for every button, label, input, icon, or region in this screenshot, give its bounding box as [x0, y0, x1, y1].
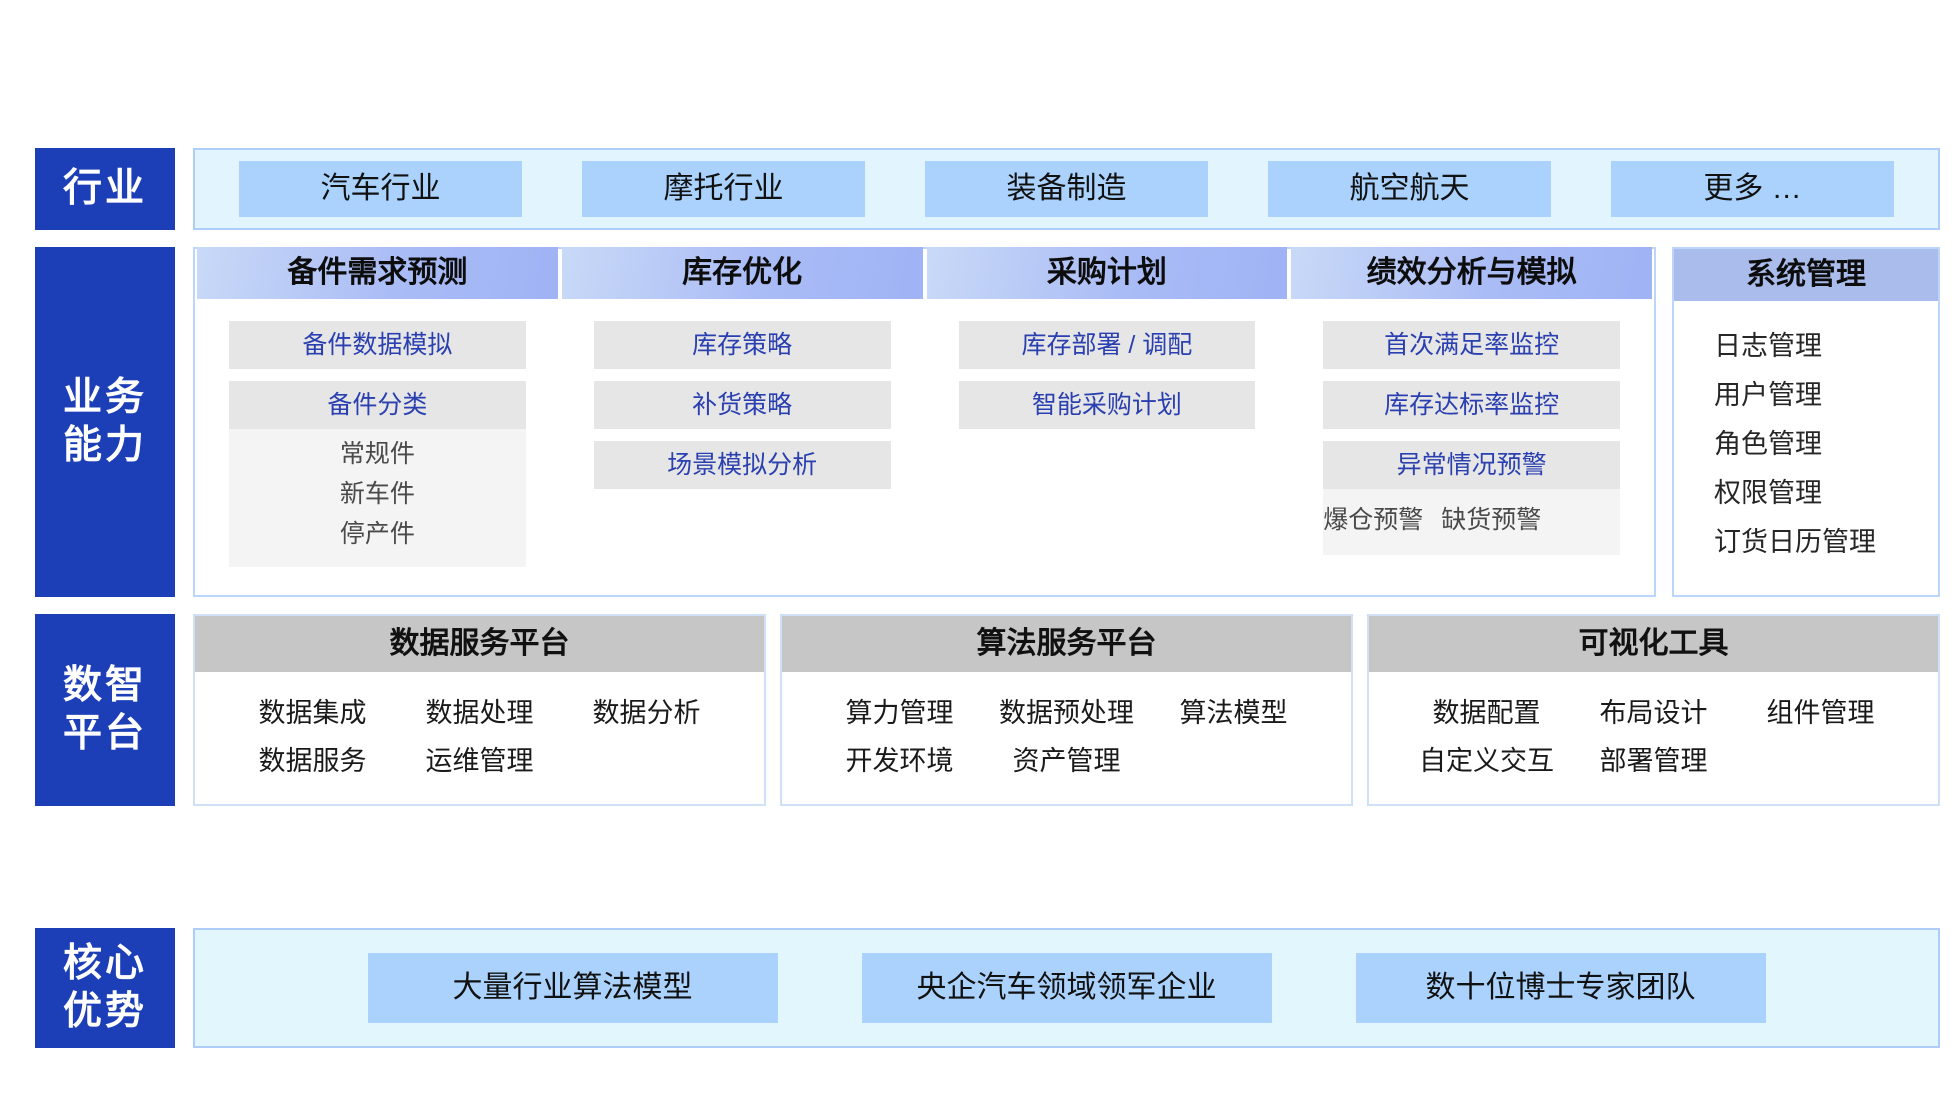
platform-card-items: 算力管理 数据预处理 算法模型 开发环境 资产管理 — [782, 672, 1351, 804]
system-management-items: 日志管理 用户管理 角色管理 权限管理 订货日历管理 — [1674, 301, 1938, 563]
core-advantage-row-label: 核心 优势 — [35, 928, 175, 1048]
advantage-row-label-line-2: 优势 — [62, 990, 147, 1033]
business-column-procurement-plan: 采购计划 库存部署 / 调配 智能采购计划 — [925, 247, 1290, 595]
business-subitem-overstock-alert: 爆仓预警 — [1323, 506, 1424, 534]
business-capability-row: 业务 能力 备件需求预测 备件数据模拟 备件分类 常规件 新车件 — [35, 247, 1940, 597]
platform-card-visualization-tools: 可视化工具 数据配置 布局设计 组件管理 自定义交互 部署管理 — [1367, 614, 1940, 806]
industry-row-label: 行业 — [35, 148, 175, 230]
platform-card-items: 数据配置 布局设计 组件管理 自定义交互 部署管理 — [1369, 672, 1938, 804]
advantage-chip-state-owned-automotive-leader[interactable]: 央企汽车领域领军企业 — [861, 953, 1272, 1023]
platform-row-label-line-1: 数智 — [62, 664, 147, 708]
platform-card-title: 算法服务平台 — [782, 616, 1351, 672]
business-group-children: 常规件 新车件 停产件 — [229, 429, 526, 567]
platform-item-data-analysis[interactable]: 数据分析 — [592, 697, 701, 728]
business-column-title: 绩效分析与模拟 — [1291, 247, 1652, 299]
business-item-smart-procurement-plan[interactable]: 智能采购计划 — [958, 381, 1256, 429]
industry-chip-motorcycle[interactable]: 摩托行业 — [582, 161, 865, 217]
platform-card-title: 数据服务平台 — [195, 616, 764, 672]
platform-item-data-configuration[interactable]: 数据配置 — [1432, 697, 1541, 728]
platform-item-asset-management[interactable]: 资产管理 — [1012, 745, 1121, 776]
digital-platform-row-label: 数智 平台 — [35, 614, 175, 806]
system-management-item-user[interactable]: 用户管理 — [1714, 380, 1822, 410]
advantage-row-label-line-1: 核心 — [62, 942, 147, 986]
business-capability-row-label: 业务 能力 — [35, 247, 175, 597]
business-item-inventory-compliance-rate-monitoring[interactable]: 库存达标率监控 — [1323, 381, 1620, 429]
industry-row-label-line-1: 行业 — [62, 167, 147, 211]
business-column-items: 备件数据模拟 备件分类 常规件 新车件 停产件 — [199, 299, 556, 567]
platform-item-algorithm-model[interactable]: 算法模型 — [1179, 697, 1288, 728]
platform-item-compute-management[interactable]: 算力管理 — [845, 697, 954, 728]
industry-chip-equipment-manufacturing[interactable]: 装备制造 — [925, 161, 1208, 217]
business-capability-content: 备件需求预测 备件数据模拟 备件分类 常规件 新车件 停产件 — [193, 247, 1940, 597]
industry-row: 行业 汽车行业 摩托行业 装备制造 航空航天 更多 … — [35, 148, 1940, 230]
system-management-card: 系统管理 日志管理 用户管理 角色管理 权限管理 订货日历管理 — [1672, 247, 1940, 597]
platform-card-data-service: 数据服务平台 数据集成 数据处理 数据分析 数据服务 运维管理 — [193, 614, 766, 806]
platform-item-data-processing[interactable]: 数据处理 — [425, 697, 534, 728]
business-row-label-line-1: 业务 — [62, 376, 147, 420]
business-subitem-stockout-alert: 缺货预警 — [1441, 506, 1542, 534]
core-advantage-row: 核心 优势 大量行业算法模型 央企汽车领域领军企业 数十位博士专家团队 — [35, 928, 1940, 1048]
business-row-label-line-2: 能力 — [62, 424, 147, 467]
business-item-first-fill-rate-monitoring[interactable]: 首次满足率监控 — [1323, 321, 1620, 369]
business-capability-columns: 备件需求预测 备件数据模拟 备件分类 常规件 新车件 停产件 — [193, 247, 1656, 597]
business-item-inventory-deployment-allocation[interactable]: 库存部署 / 调配 — [958, 321, 1256, 369]
business-subitem-regular-part: 常规件 — [339, 440, 415, 468]
business-group-exception-alert: 异常情况预警 爆仓预警 缺货预警 — [1323, 441, 1620, 555]
system-management-item-log[interactable]: 日志管理 — [1714, 331, 1822, 361]
business-item-scenario-simulation-analysis[interactable]: 场景模拟分析 — [593, 441, 891, 489]
business-column-performance-analysis-simulation: 绩效分析与模拟 首次满足率监控 库存达标率监控 异常情况预警 爆仓预警 缺货预警 — [1289, 247, 1654, 595]
business-column-title: 备件需求预测 — [197, 247, 558, 299]
digital-platform-row: 数智 平台 数据服务平台 数据集成 数据处理 数据分析 数据服务 运维管理 算法… — [35, 614, 1940, 806]
industry-chip-automotive[interactable]: 汽车行业 — [239, 161, 522, 217]
digital-platform-cards: 数据服务平台 数据集成 数据处理 数据分析 数据服务 运维管理 算法服务平台 算… — [193, 614, 1940, 806]
business-group-title[interactable]: 异常情况预警 — [1323, 441, 1620, 489]
platform-item-data-service[interactable]: 数据服务 — [258, 745, 367, 776]
platform-card-title: 可视化工具 — [1369, 616, 1938, 672]
platform-item-custom-interaction[interactable]: 自定义交互 — [1419, 745, 1554, 776]
platform-item-data-integration[interactable]: 数据集成 — [258, 697, 367, 728]
business-group-title[interactable]: 备件分类 — [229, 381, 526, 429]
business-column-items: 库存部署 / 调配 智能采购计划 — [929, 299, 1286, 429]
system-management-item-permission[interactable]: 权限管理 — [1714, 478, 1822, 508]
system-management-title: 系统管理 — [1674, 249, 1938, 301]
platform-item-ops-management[interactable]: 运维管理 — [425, 745, 534, 776]
platform-card-items: 数据集成 数据处理 数据分析 数据服务 运维管理 — [195, 672, 764, 804]
business-group-children: 爆仓预警 缺货预警 — [1323, 489, 1620, 555]
industry-chip-aerospace[interactable]: 航空航天 — [1268, 161, 1551, 217]
platform-row-label-line-2: 平台 — [62, 712, 147, 755]
business-column-items: 库存策略 补货策略 场景模拟分析 — [564, 299, 921, 489]
system-management-item-order-calendar[interactable]: 订货日历管理 — [1714, 527, 1876, 557]
business-group-spare-part-classification: 备件分类 常规件 新车件 停产件 — [229, 381, 526, 567]
advantage-chip-phd-expert-team[interactable]: 数十位博士专家团队 — [1355, 953, 1766, 1023]
business-column-spare-part-demand-forecast: 备件需求预测 备件数据模拟 备件分类 常规件 新车件 停产件 — [195, 247, 560, 595]
business-column-inventory-optimization: 库存优化 库存策略 补货策略 场景模拟分析 — [560, 247, 925, 595]
platform-card-algorithm-service: 算法服务平台 算力管理 数据预处理 算法模型 开发环境 资产管理 — [780, 614, 1353, 806]
platform-item-component-management[interactable]: 组件管理 — [1766, 697, 1875, 728]
business-item-spare-part-data-simulation[interactable]: 备件数据模拟 — [229, 321, 526, 369]
business-item-replenishment-strategy[interactable]: 补货策略 — [593, 381, 891, 429]
business-subitem-discontinued-part: 停产件 — [339, 520, 415, 548]
platform-item-layout-design[interactable]: 布局设计 — [1599, 697, 1708, 728]
platform-item-development-environment[interactable]: 开发环境 — [845, 745, 954, 776]
industry-panel: 汽车行业 摩托行业 装备制造 航空航天 更多 … — [193, 148, 1940, 230]
core-advantage-panel: 大量行业算法模型 央企汽车领域领军企业 数十位博士专家团队 — [193, 928, 1940, 1048]
system-management-item-role[interactable]: 角色管理 — [1714, 429, 1822, 459]
industry-chip-more[interactable]: 更多 … — [1611, 161, 1894, 217]
platform-item-data-preprocessing[interactable]: 数据预处理 — [999, 697, 1134, 728]
business-column-title: 采购计划 — [926, 247, 1288, 299]
advantage-chip-algorithm-models[interactable]: 大量行业算法模型 — [367, 953, 778, 1023]
business-subitem-new-vehicle-part: 新车件 — [339, 480, 415, 508]
business-column-items: 首次满足率监控 库存达标率监控 异常情况预警 爆仓预警 缺货预警 — [1293, 299, 1650, 555]
platform-item-deployment-management[interactable]: 部署管理 — [1599, 745, 1708, 776]
business-item-inventory-strategy[interactable]: 库存策略 — [593, 321, 891, 369]
business-column-title: 库存优化 — [561, 247, 923, 299]
